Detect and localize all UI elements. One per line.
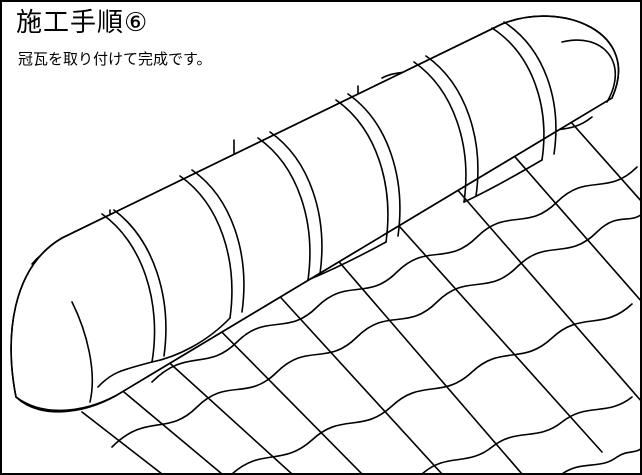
ridge-tile-body bbox=[10, 15, 620, 413]
lower-tile-joints bbox=[81, 111, 640, 473]
step-title: 施工手順⑥ bbox=[16, 8, 149, 38]
ridge-skirt bbox=[97, 159, 543, 388]
ridge-tile-seams bbox=[101, 21, 557, 363]
step-instruction: 冠瓦を取り付けて完成です。 bbox=[18, 50, 212, 68]
